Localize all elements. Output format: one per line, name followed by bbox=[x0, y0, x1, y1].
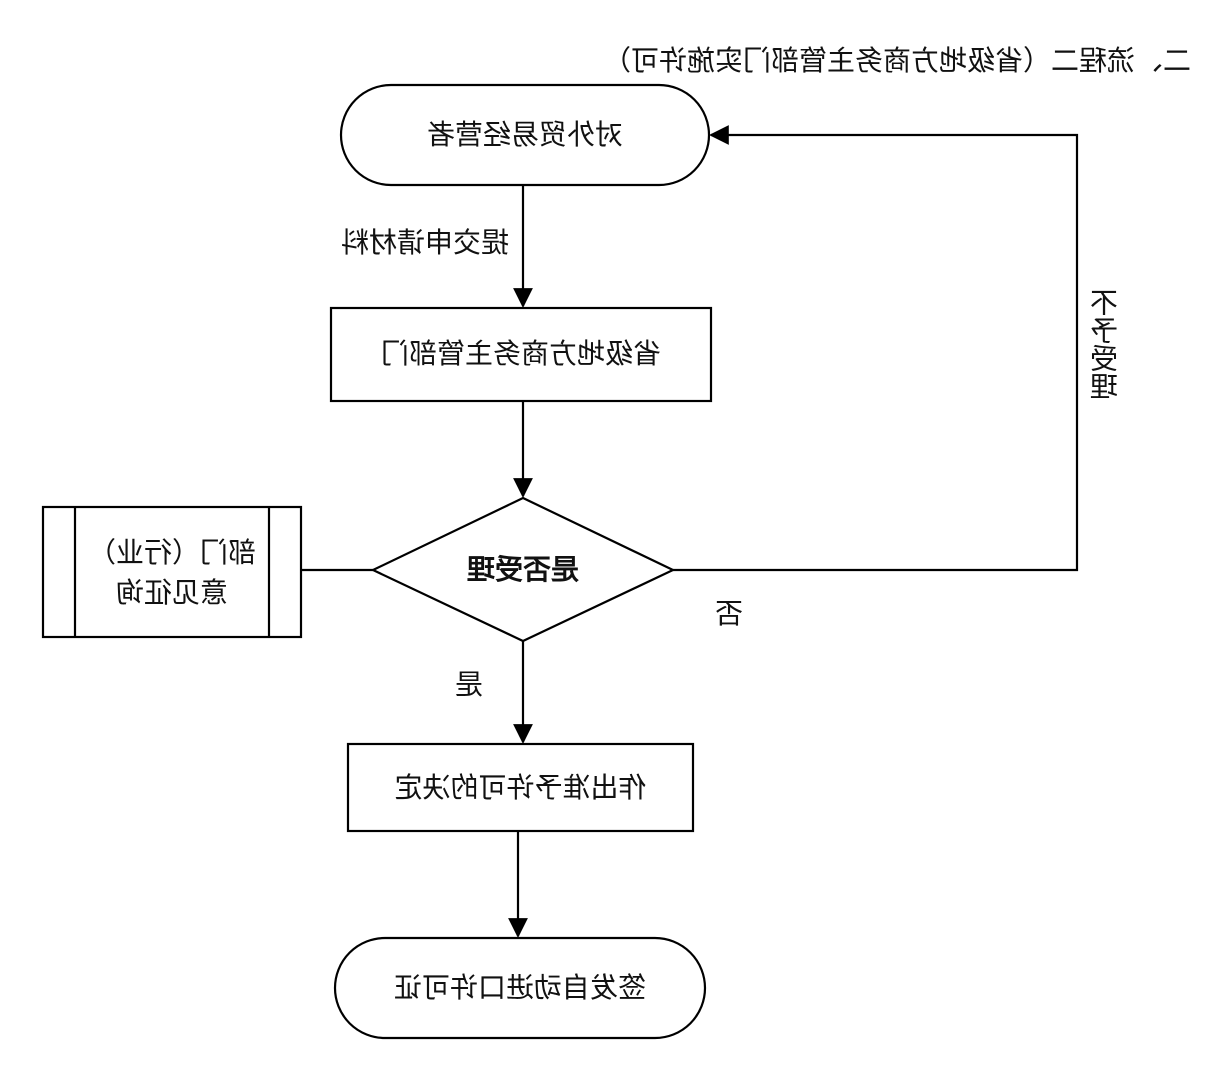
arrow-no-reject bbox=[673, 125, 1079, 572]
trader-terminal bbox=[339, 83, 711, 187]
page-title: 二、流程二（省级地方商务主管部门实施许可） bbox=[602, 44, 1191, 77]
consult-box bbox=[41, 505, 303, 639]
authority-label: 省级地方商务主管部门 bbox=[381, 337, 662, 370]
issue-terminal bbox=[333, 936, 707, 1040]
consult-label-line1: 部门（行业） bbox=[88, 536, 257, 569]
trader-label: 对外贸易经营者 bbox=[427, 118, 624, 151]
decision-label: 是否受理 bbox=[467, 553, 580, 586]
edge-label-reject: 不予受理 bbox=[1089, 288, 1122, 400]
permit-decision-box bbox=[346, 742, 695, 833]
issue-label: 签发自动进口许可证 bbox=[394, 971, 647, 1004]
consult-label-line2: 意见征询 bbox=[116, 576, 229, 609]
edge-label-submit: 提交申请材料 bbox=[340, 226, 509, 259]
permit-decision-label: 作出准予许可的决定 bbox=[394, 771, 647, 804]
edge-label-no: 否 bbox=[714, 597, 743, 630]
authority-box bbox=[329, 306, 713, 403]
edge-label-yes: 是 bbox=[454, 668, 483, 701]
